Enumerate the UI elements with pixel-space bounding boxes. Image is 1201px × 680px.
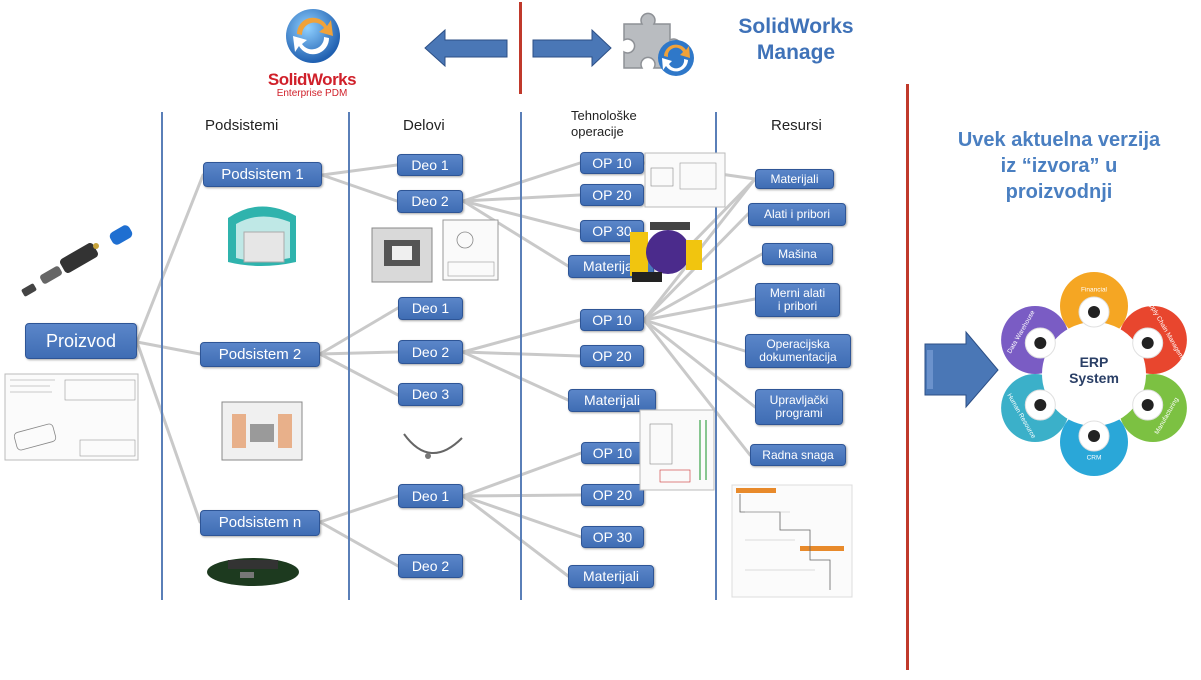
deo-3-sketch-image — [403, 433, 463, 459]
node-resurs-radna-snaga[interactable]: Radna snaga — [750, 444, 846, 466]
right-tagline-line1: Uvek aktuelna verzija — [957, 129, 1161, 151]
column-divider — [348, 112, 350, 600]
right-tagline: Uvek aktuelna verzija iz “izvora” u proi… — [924, 127, 1194, 205]
pdm-brand: SolidWorks Enterprise PDM — [262, 70, 362, 99]
node-g2-op20[interactable]: OP 20 — [580, 345, 644, 367]
fixture-3d-image — [630, 222, 702, 282]
node-g3-materijali[interactable]: Materijali — [568, 565, 654, 588]
node-podsistem-n[interactable]: Podsistem n — [200, 510, 320, 536]
right-tagline-line2: iz “izvora” u — [1000, 155, 1118, 177]
node-resurs-merni-line1: Merni alati — [769, 286, 826, 301]
podsistem-2-part-image — [221, 401, 303, 461]
node-resurs-oper-line1: Operacijska — [766, 337, 830, 352]
node-s2-deo-1[interactable]: Deo 1 — [398, 297, 463, 320]
node-s2-deo-2[interactable]: Deo 2 — [398, 340, 463, 364]
node-s2-deo-3[interactable]: Deo 3 — [398, 383, 463, 406]
product-drawing-image — [4, 373, 139, 461]
node-g1-op10[interactable]: OP 10 — [580, 152, 644, 174]
node-resurs-merni-alati[interactable]: Merni alati i pribori — [755, 283, 840, 317]
column-divider — [161, 112, 163, 600]
column-header-tehnoloske-line1: Tehnološke — [571, 108, 637, 123]
node-s1-deo-2[interactable]: Deo 2 — [397, 190, 463, 213]
node-sn-deo-2[interactable]: Deo 2 — [398, 554, 463, 578]
arrow-erp-icon — [924, 330, 999, 409]
pcb-board-image — [207, 558, 299, 586]
node-resurs-materijali[interactable]: Materijali — [755, 169, 834, 189]
manage-title-line2: Manage — [756, 41, 836, 65]
red-divider-right — [906, 84, 909, 670]
human-resource-icon-glyph — [1034, 399, 1047, 411]
node-s1-deo-1[interactable]: Deo 1 — [397, 154, 463, 176]
podsistem-1-part-image — [228, 206, 296, 266]
manage-puzzle-icon — [616, 6, 696, 82]
node-podsistem-2[interactable]: Podsistem 2 — [200, 342, 320, 367]
deo-2-part-image — [371, 227, 433, 283]
deo-2-drawing-image — [442, 219, 499, 281]
node-proizvod[interactable]: Proizvod — [25, 323, 137, 359]
data-warehouse-icon-glyph — [1034, 337, 1047, 349]
crm-icon-glyph — [1088, 430, 1100, 442]
node-resurs-upr-line2: programi — [775, 406, 823, 420]
erp-segment-label: CRM — [1087, 455, 1102, 462]
column-divider — [715, 112, 717, 600]
node-resurs-oper-line2: dokumentacija — [759, 350, 837, 364]
node-resurs-upr-line1: Upravljački — [769, 393, 829, 408]
arrow-right-icon — [532, 28, 612, 68]
erp-center-disc — [1042, 322, 1146, 426]
right-tagline-line3: proizvodnji — [1005, 181, 1113, 203]
node-g1-op30[interactable]: OP 30 — [580, 220, 644, 242]
supply-chain-icon-glyph — [1141, 337, 1154, 349]
column-divider — [520, 112, 522, 600]
node-sn-deo-1[interactable]: Deo 1 — [398, 484, 463, 508]
column-header-tehnoloske-line2: operacije — [571, 123, 624, 139]
red-divider-top — [519, 2, 522, 94]
node-g2-materijali[interactable]: Materijali — [568, 389, 656, 412]
pdm-brand-title: SolidWorks — [267, 70, 357, 89]
node-resurs-operacijska-dokumentacija[interactable]: Operacijska dokumentacija — [745, 334, 851, 368]
assembly-exploded-image — [21, 225, 133, 297]
node-resurs-alati[interactable]: Alati i pribori — [748, 203, 846, 226]
pdm-brand-sub: Enterprise PDM — [276, 88, 348, 99]
node-g3-op10[interactable]: OP 10 — [581, 442, 644, 464]
column-header-podsistemi: Podsistemi — [205, 117, 279, 134]
erp-segment-label: Financial — [1081, 287, 1108, 294]
erp-center-line1: ERP — [1079, 354, 1109, 370]
arrow-left-icon — [424, 28, 508, 68]
column-header-resursi: Resursi — [771, 117, 822, 134]
node-resurs-merni-line2: i pribori — [777, 299, 818, 313]
node-g3-op30[interactable]: OP 30 — [581, 526, 644, 548]
node-resurs-upravljacki-programi[interactable]: Upravljački programi — [755, 389, 843, 425]
operation-drawing-image — [644, 152, 726, 208]
node-g3-op20[interactable]: OP 20 — [581, 484, 644, 506]
node-podsistem-1[interactable]: Podsistem 1 — [203, 162, 322, 187]
manage-title-line1: SolidWorks — [738, 15, 854, 38]
financial-icon-glyph — [1088, 306, 1100, 318]
node-resurs-masina[interactable]: Mašina — [762, 243, 833, 265]
node-g2-op10[interactable]: OP 10 — [580, 309, 644, 331]
erp-center-line2: System — [1069, 370, 1119, 387]
erp-center-label: ERP System — [1059, 354, 1129, 386]
node-g1-op20[interactable]: OP 20 — [580, 184, 644, 206]
column-header-delovi: Delovi — [403, 117, 445, 134]
gantt-chart-image — [731, 484, 853, 598]
operation-drawing-lower-image — [639, 409, 715, 491]
pdm-logo-icon — [283, 6, 343, 66]
manage-title: SolidWorks Manage — [716, 14, 876, 67]
column-header-tehnoloske: Tehnološke operacije — [571, 108, 637, 139]
manufacturing-icon-glyph — [1141, 399, 1154, 411]
